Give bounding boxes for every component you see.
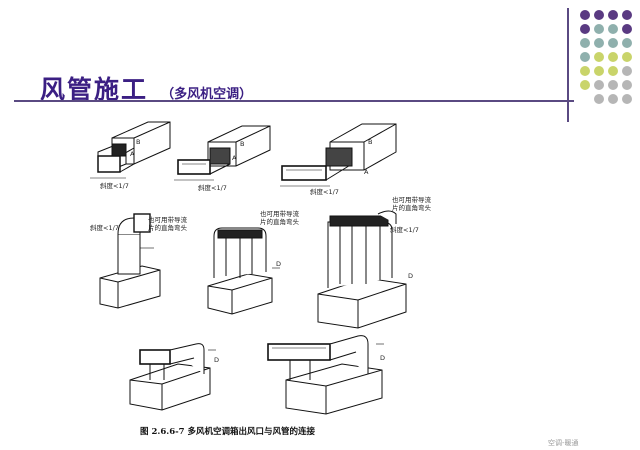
decor-dot <box>580 80 590 90</box>
diagram-triple-duct <box>280 123 397 187</box>
decorative-dot-grid <box>580 10 636 110</box>
label-b: B <box>136 138 140 146</box>
decor-dot <box>580 66 590 76</box>
duct-connection-figure: B A 斜度<1/7 B A 斜度<1/7 B A 斜度<1/7 <box>90 121 432 437</box>
label-slope-2: 斜度<1/7 <box>198 183 227 192</box>
note-1-line-2: 片的直角弯头 <box>148 223 188 232</box>
slide-title: 风管施工 <box>40 75 149 104</box>
decor-dot <box>622 24 632 34</box>
note-3-line-2: 片的直角弯头 <box>392 203 432 212</box>
label-d-2: D <box>408 272 413 280</box>
label-a: A <box>130 150 135 158</box>
watermark: 空调-暖通 <box>548 439 579 447</box>
decor-dot <box>622 38 632 48</box>
label-slope-5: 斜度<1/7 <box>390 225 419 234</box>
decor-dot <box>608 52 618 62</box>
decor-dot <box>622 94 632 104</box>
decor-dot <box>594 80 604 90</box>
note-3-line-1: 也可用带导流 <box>392 195 432 204</box>
note-1-line-1: 也可用带导流 <box>148 215 188 224</box>
decor-dot <box>580 24 590 34</box>
label-a-2: A <box>232 154 237 162</box>
label-d-1: D <box>276 260 281 268</box>
diagram-bottom-left <box>129 343 216 411</box>
label-slope-3: 斜度<1/7 <box>310 187 339 196</box>
decor-dot <box>622 52 632 62</box>
diagram-elbow-triple <box>317 210 407 329</box>
diagram-elbow-double <box>207 227 280 315</box>
decor-dot <box>608 80 618 90</box>
decor-dot <box>594 94 604 104</box>
diagram-elbow-single <box>99 213 161 309</box>
decorative-vertical-line <box>567 8 569 122</box>
decor-dot <box>580 10 590 20</box>
decor-dot <box>580 38 590 48</box>
decor-dot <box>608 38 618 48</box>
diagram-double-duct <box>174 125 271 181</box>
decor-dot <box>608 66 618 76</box>
decor-dot <box>580 52 590 62</box>
slide-subtitle: （多风机空调） <box>161 87 253 102</box>
label-a-3: A <box>364 168 369 176</box>
label-d-4: D <box>380 354 385 362</box>
label-slope-1: 斜度<1/7 <box>100 181 129 190</box>
label-slope-4: 斜度<1/7 <box>90 223 119 232</box>
figure-caption: 图 2.6.6-7 多风机空调箱出风口与风管的连接 <box>140 426 316 437</box>
decor-dot <box>594 10 604 20</box>
decor-dot <box>594 52 604 62</box>
label-b-2: B <box>240 140 244 148</box>
decor-dot <box>622 66 632 76</box>
note-2-line-1: 也可用带导流 <box>260 209 300 218</box>
diagram-single-duct <box>90 121 171 179</box>
title-underline <box>14 100 574 102</box>
decor-dot <box>608 94 618 104</box>
label-b-3: B <box>368 138 372 146</box>
diagram-bottom-right <box>267 335 384 415</box>
decor-dot <box>622 10 632 20</box>
decor-dot <box>594 66 604 76</box>
note-2-line-2: 片的直角弯头 <box>260 217 300 226</box>
label-d-3: D <box>214 356 219 364</box>
slide-title-block: 风管施工 （多风机空调） <box>40 70 252 106</box>
decor-dot <box>622 80 632 90</box>
decor-dot <box>608 10 618 20</box>
decor-dot <box>594 38 604 48</box>
decor-dot <box>608 24 618 34</box>
decor-dot <box>594 24 604 34</box>
